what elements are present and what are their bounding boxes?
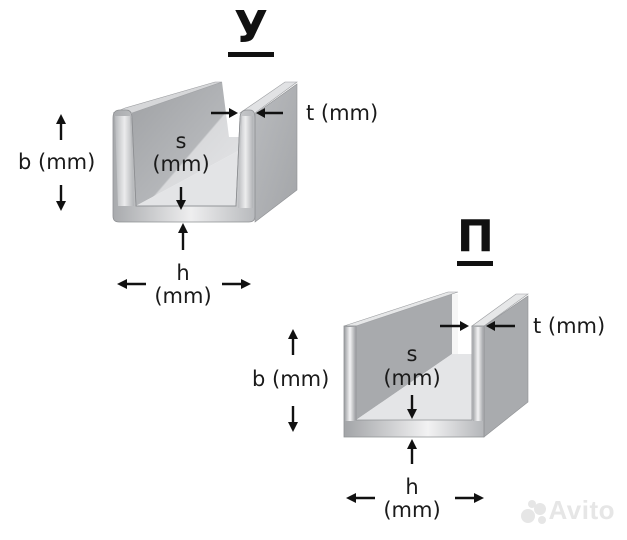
p-front-section (343, 325, 485, 438)
u-t-arrows (211, 108, 283, 118)
p-inner-floor (356, 354, 472, 420)
avito-watermark: Avito (548, 495, 615, 525)
p-profile-title-text: П (457, 211, 494, 262)
p-s-label-line1: s (406, 342, 418, 366)
u-h-up-arrow (178, 223, 188, 250)
p-h-up-arrow (407, 439, 417, 464)
avito-logo-icon (521, 500, 546, 524)
u-inner-floor (132, 150, 240, 208)
p-s-label-line2: (mm) (383, 366, 441, 390)
u-b-arrows (56, 114, 66, 211)
u-h-label-line1: h (176, 261, 190, 285)
p-t-label: t (mm) (533, 314, 606, 338)
u-s-arrow (176, 187, 186, 210)
u-profile-title: У (228, 6, 274, 57)
u-h-width-arrows (117, 279, 251, 289)
p-h-label-line1: h (405, 475, 419, 499)
p-t-arrows (440, 321, 515, 331)
p-b-label: b (mm) (252, 367, 330, 391)
p-h-width-arrows (346, 493, 484, 503)
u-profile-title-text: У (234, 2, 268, 53)
title-underline (228, 52, 274, 57)
u-s-label-line2: (mm) (152, 152, 210, 176)
p-profile-title: П (457, 215, 494, 266)
title-underline (457, 261, 493, 266)
u-h-label-line2: (mm) (154, 284, 212, 308)
u-t-label: t (mm) (306, 101, 379, 125)
u-s-label-line1: s (175, 129, 187, 153)
p-s-arrow (407, 395, 417, 419)
u-b-label: b (mm) (18, 150, 96, 174)
p-back-left-wall (356, 294, 452, 420)
p-b-arrows (288, 329, 298, 432)
p-h-label-line2: (mm) (383, 498, 441, 522)
